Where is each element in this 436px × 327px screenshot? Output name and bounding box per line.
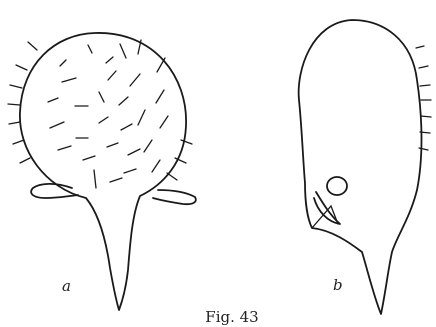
specimen-b-outline bbox=[299, 20, 422, 314]
label-b: b bbox=[333, 276, 343, 294]
label-a: a bbox=[62, 277, 71, 295]
specimen-b-eye bbox=[327, 177, 347, 195]
specimen-a-outline bbox=[20, 33, 186, 310]
specimen-a-drawing bbox=[8, 33, 196, 310]
specimen-b-bristles bbox=[416, 46, 431, 150]
specimen-a-left-lobe bbox=[31, 184, 78, 198]
specimen-b-drawing bbox=[299, 20, 431, 314]
specimen-a-surface-bristles bbox=[48, 40, 168, 188]
specimen-a-right-lobe bbox=[153, 190, 196, 204]
figure-caption: Fig. 43 bbox=[205, 308, 258, 326]
